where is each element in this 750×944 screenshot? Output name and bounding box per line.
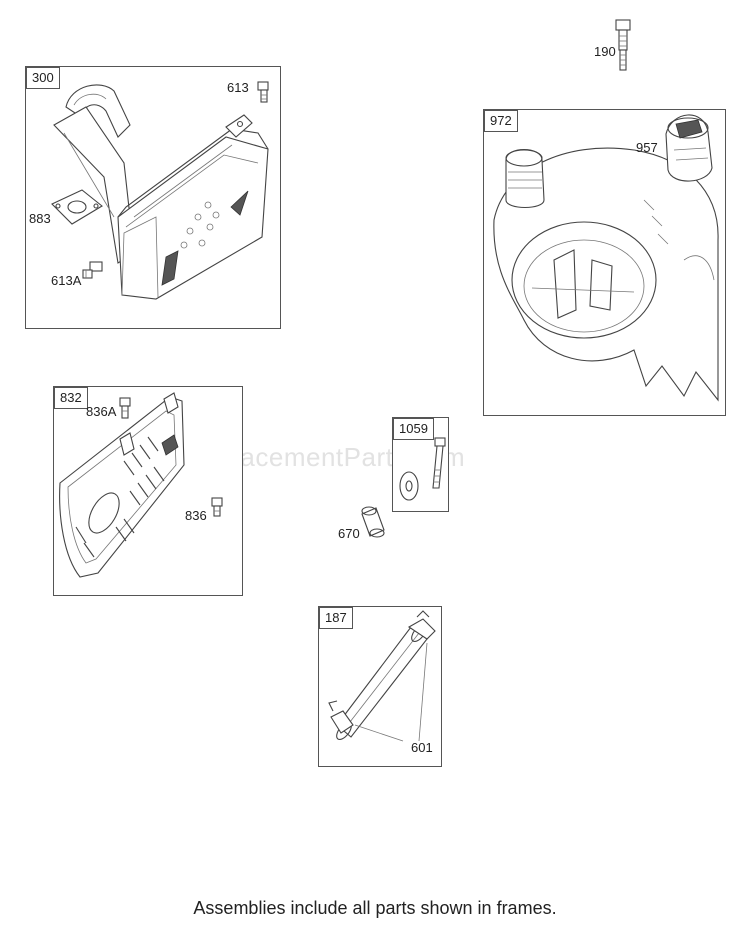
callout-670: 670 bbox=[338, 526, 360, 541]
callout-883: 883 bbox=[29, 211, 51, 226]
frame-tag-187: 187 bbox=[319, 607, 353, 629]
callout-601: 601 bbox=[411, 740, 433, 755]
frame-tag-300: 300 bbox=[26, 67, 60, 89]
frame-tag-832: 832 bbox=[54, 387, 88, 409]
callout-613: 613 bbox=[227, 80, 249, 95]
blower-housing-drawing bbox=[493, 147, 719, 402]
callout-190: 190 bbox=[594, 44, 616, 59]
frame-tag-1059: 1059 bbox=[393, 418, 434, 440]
fuel-line-drawing bbox=[328, 610, 436, 742]
callout-836: 836 bbox=[185, 508, 207, 523]
frame-tag-972: 972 bbox=[484, 110, 518, 132]
frame-muffler-guard-assembly: 832 bbox=[53, 386, 243, 596]
frame-fuel-line-assembly: 187 bbox=[318, 606, 442, 767]
muffler-guard-drawing bbox=[59, 392, 185, 578]
frame-bolt-washer-assembly: 1059 bbox=[392, 417, 449, 512]
callout-957: 957 bbox=[636, 140, 658, 155]
callout-613a: 613A bbox=[51, 273, 82, 288]
callout-836a: 836A bbox=[86, 404, 117, 419]
bolt-washer-drawing bbox=[399, 437, 446, 501]
muffler-drawing bbox=[53, 84, 269, 300]
footer-note: Assemblies include all parts shown in fr… bbox=[193, 898, 557, 918]
